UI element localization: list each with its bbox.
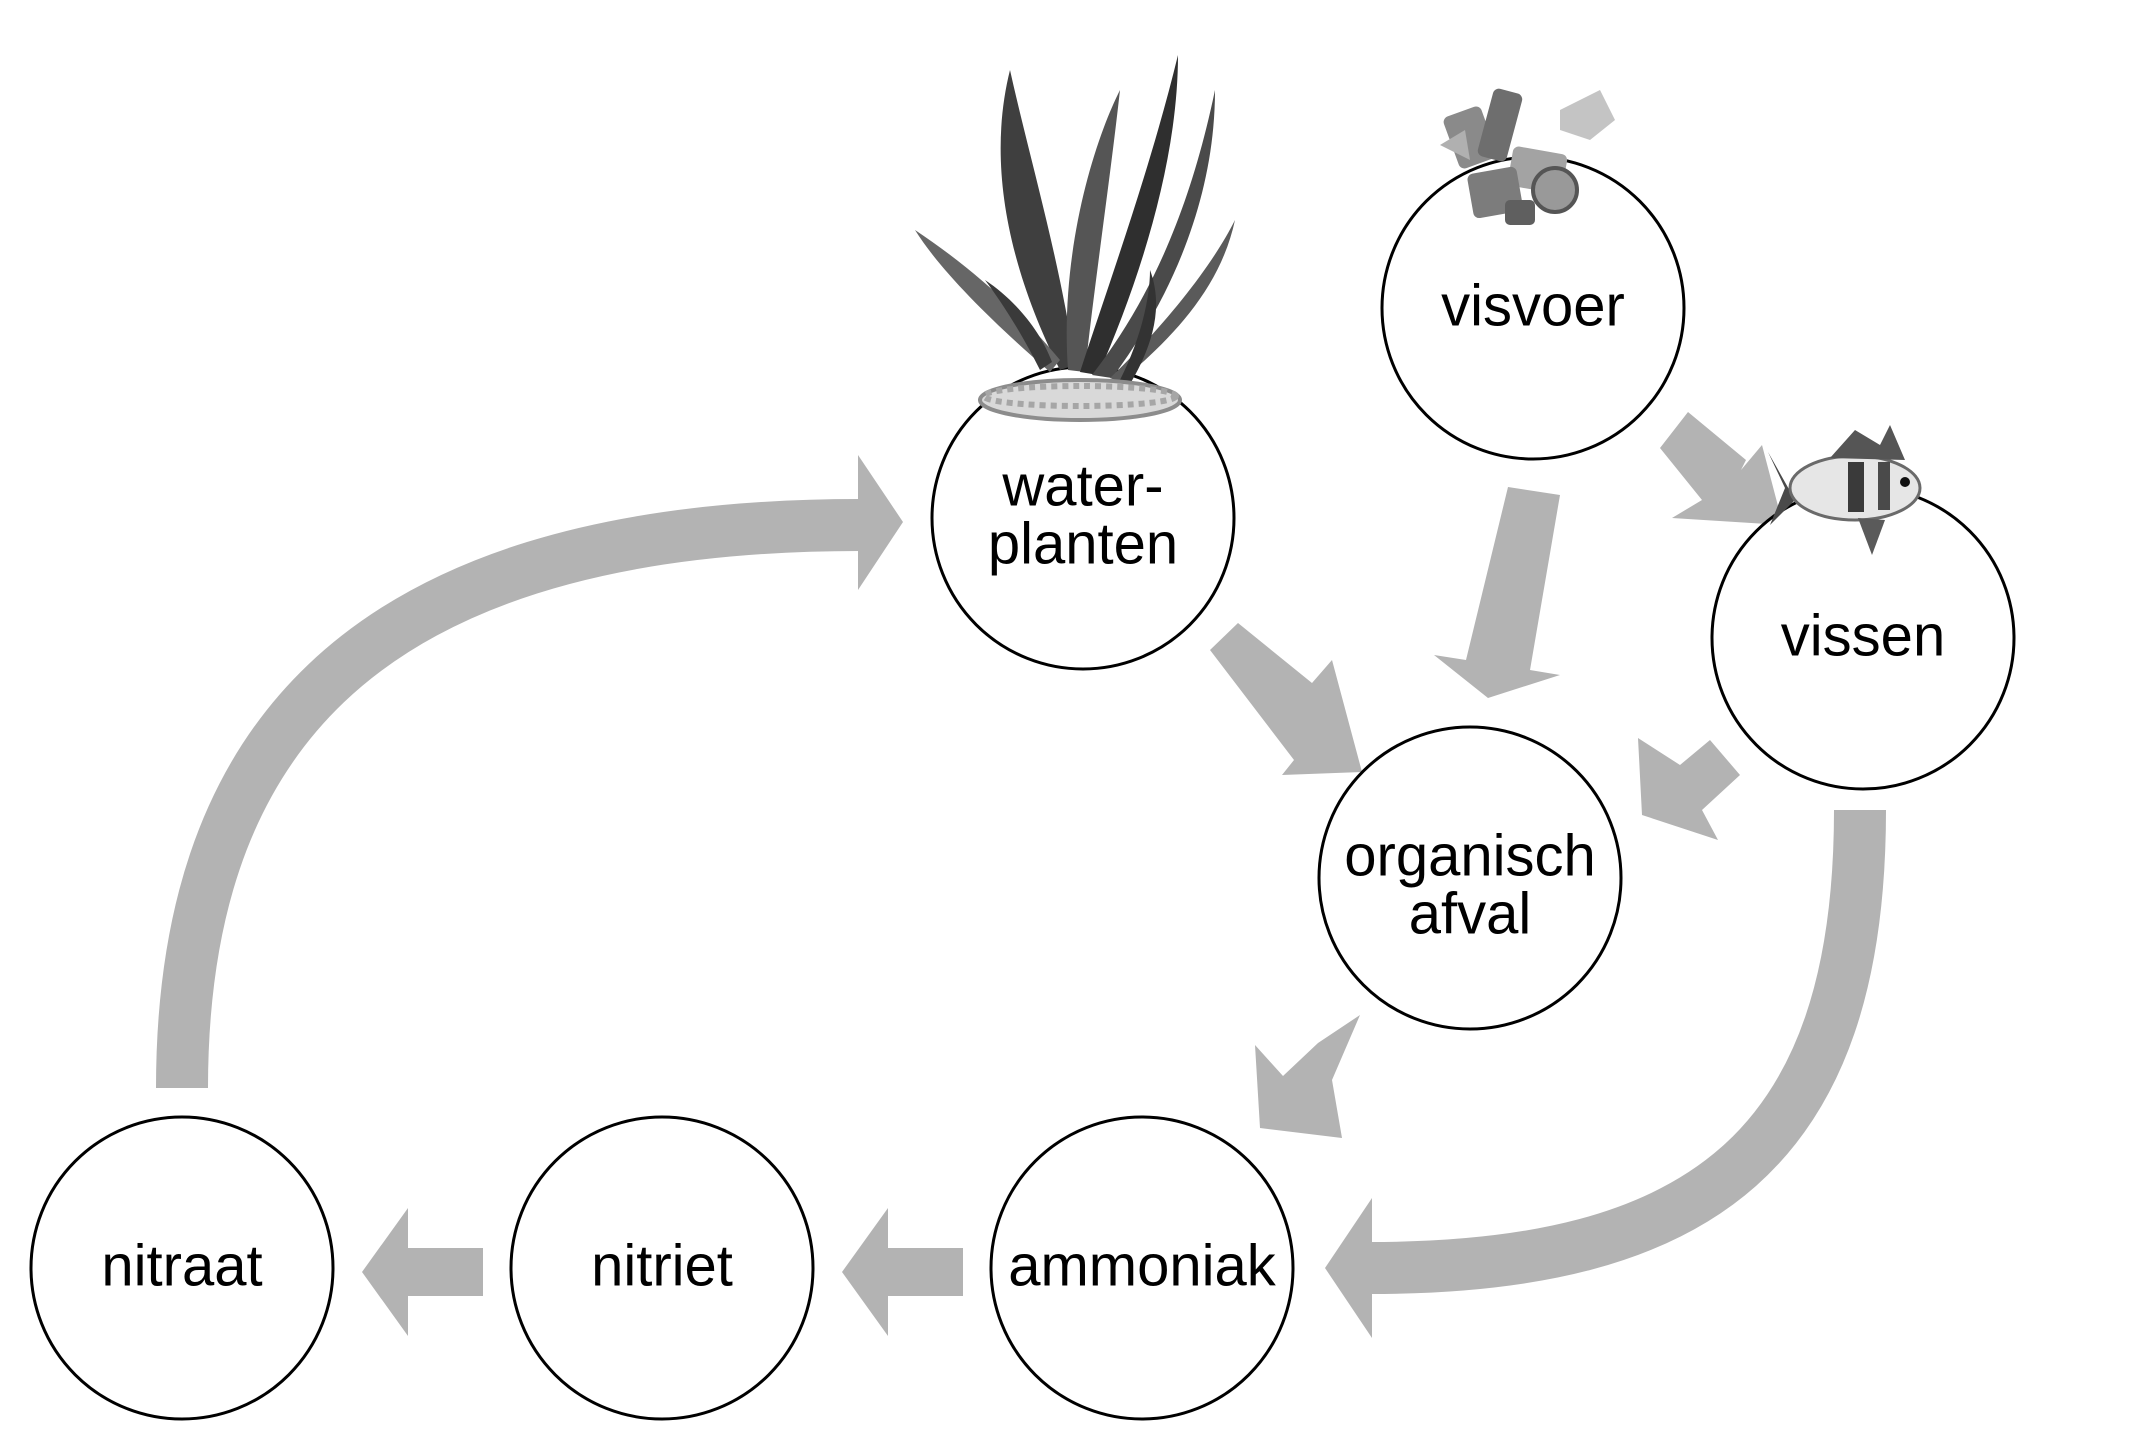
arrow-visvoer-to-vissen — [1660, 412, 1783, 525]
arrow-ammoniak-to-nitriet — [842, 1208, 963, 1336]
node-organisch-afval — [1317, 725, 1623, 1031]
label-ammoniak: ammoniak — [1008, 1233, 1277, 1298]
label-nitraat: nitraat — [101, 1233, 262, 1298]
label-nitriet: nitriet — [591, 1233, 733, 1298]
fish-food-flakes-icon — [1440, 88, 1615, 225]
node-nitriet — [509, 1115, 815, 1421]
arrow-nitraat-to-waterplanten — [156, 455, 903, 1089]
label-waterplanten-line2: planten — [988, 511, 1178, 576]
label-organisch-afval-line2: afval — [1409, 881, 1532, 946]
label-waterplanten-line1: water- — [1001, 453, 1163, 518]
arrow-vissen-to-organisch-afval — [1638, 738, 1740, 840]
label-organisch-afval-line1: organisch — [1344, 823, 1595, 888]
label-vissen: vissen — [1781, 603, 1945, 668]
node-nitraat — [29, 1115, 335, 1421]
fish-icon — [1768, 425, 1922, 555]
aquarium-plant-icon — [915, 55, 1235, 422]
arrow-vissen-to-ammoniak — [1325, 809, 1886, 1338]
node-ammoniak — [989, 1115, 1295, 1421]
arrow-waterplanten-to-organisch-afval — [1210, 623, 1362, 775]
label-visvoer: visvoer — [1441, 273, 1625, 338]
arrow-organisch-afval-to-ammoniak — [1255, 1015, 1360, 1138]
arrow-nitriet-to-nitraat — [362, 1208, 483, 1336]
arrow-visvoer-to-organisch-afval — [1434, 487, 1560, 698]
